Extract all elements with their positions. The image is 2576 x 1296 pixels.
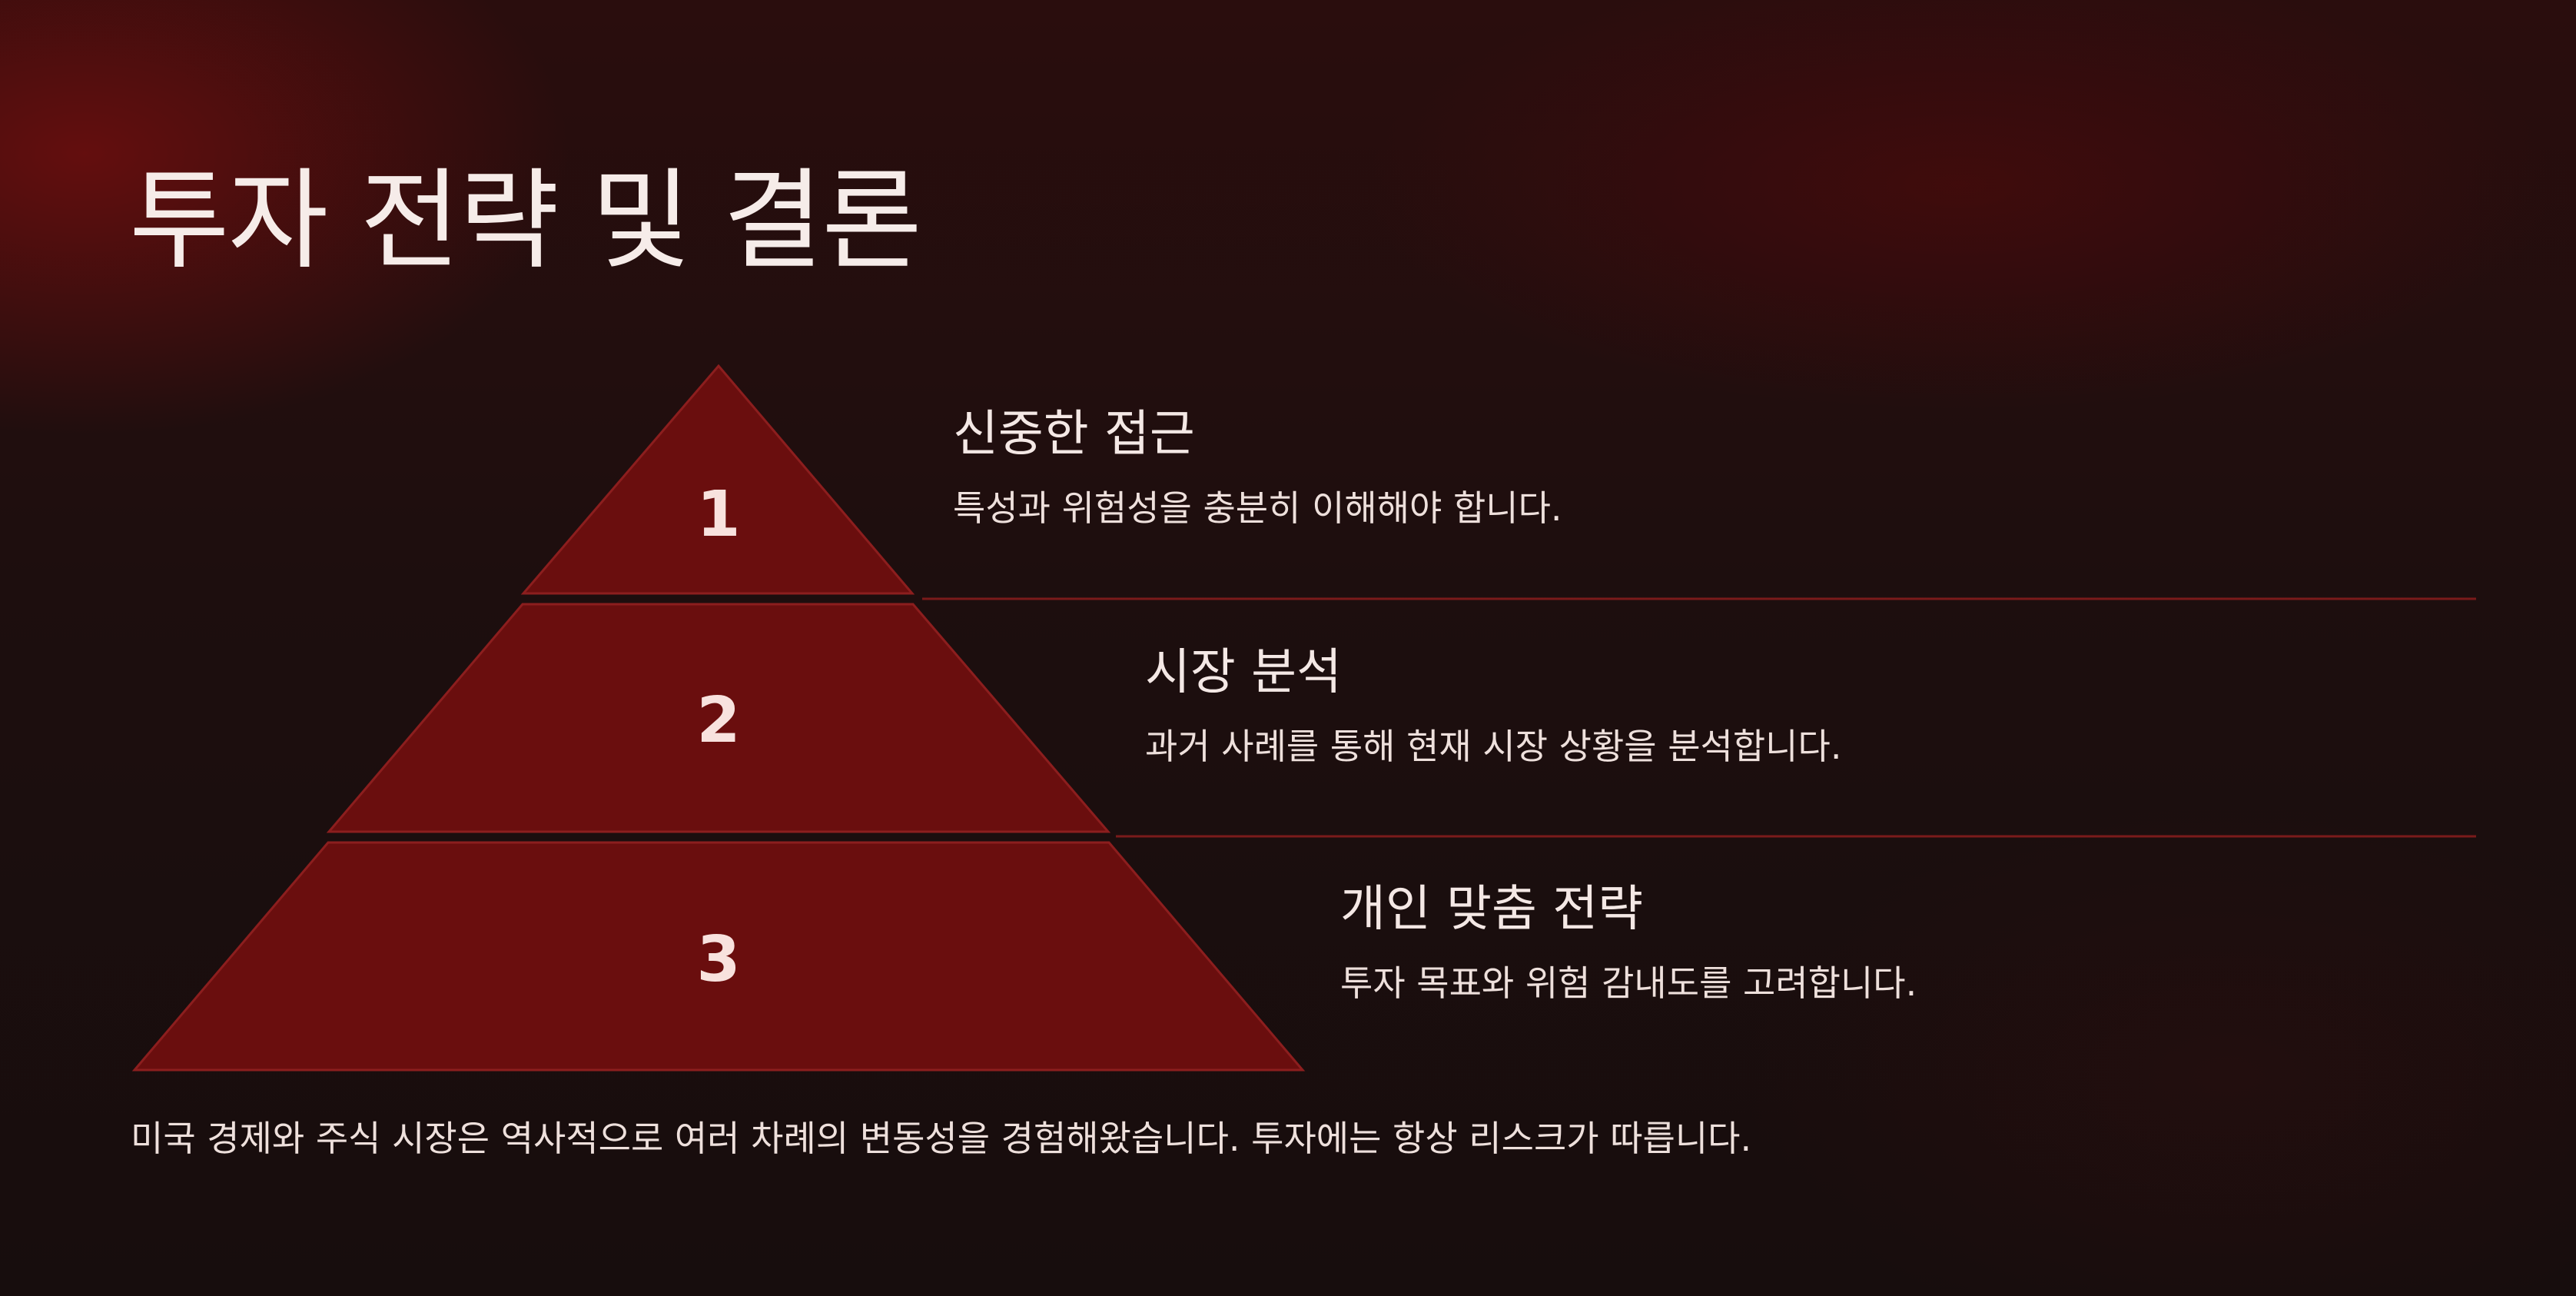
tier-1-heading: 신중한 접근 [953,406,1195,463]
pyramid-tier-2 [326,603,1111,833]
tier-3-description: 투자 목표와 위험 감내도를 고려합니다. [1340,962,1917,1005]
tier-2-heading: 시장 분석 [1145,644,1342,701]
footer-text: 미국 경제와 주식 시장은 역사적으로 여러 차례의 변동성을 경험해왔습니다.… [131,1118,1752,1159]
tier-2-text: 시장 분석 과거 사례를 통해 현재 시장 상황을 분석합니다. [1145,646,1841,769]
tier-3-text: 개인 맞춤 전략 투자 목표와 위험 감내도를 고려합니다. [1340,882,1917,1005]
tier-1-description: 특성과 위험성을 충분히 이해해야 합니다. [953,487,1562,530]
tier-1-text: 신중한 접근 특성과 위험성을 충분히 이해해야 합니다. [953,407,1562,530]
pyramid-tier-1 [520,364,915,595]
tier-3-heading: 개인 맞춤 전략 [1340,881,1643,938]
tier-2-number: 2 [696,684,740,757]
pyramid-tier-3 [131,841,1306,1072]
tier-3-number: 3 [696,923,740,996]
slide-title: 투자 전략 및 결론 [129,158,922,284]
tier-2-description: 과거 사례를 통해 현재 시장 상황을 분석합니다. [1145,726,1842,768]
tier-1-number: 1 [696,478,740,551]
